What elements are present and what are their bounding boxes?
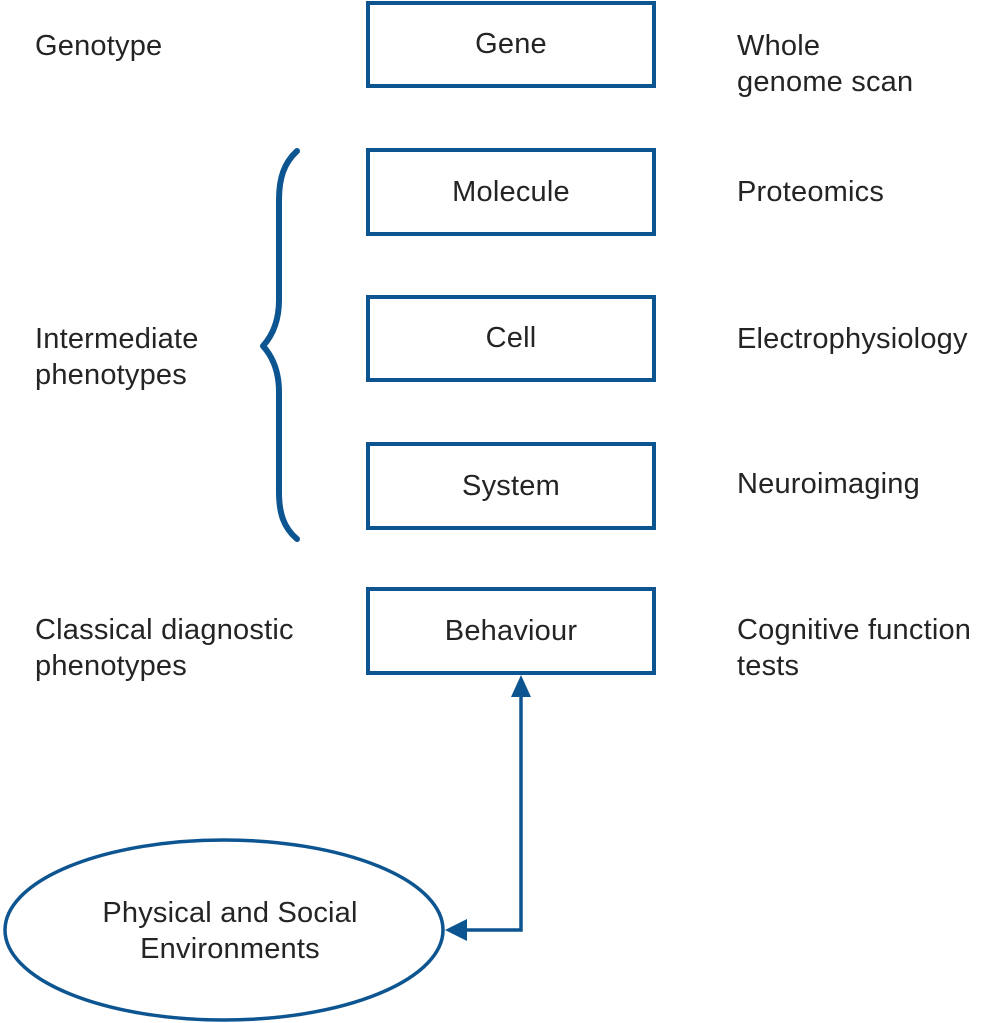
intermediate-phenotypes-label: Intermediate phenotypes [35, 323, 199, 391]
classical-diagnostic-phenotypes-label: Classical diagnostic phenotypes [35, 614, 294, 682]
system-box: System [366, 442, 656, 530]
connector-line [462, 694, 523, 932]
cell-box-label: Cell [485, 322, 537, 354]
genotype-label: Genotype [35, 30, 163, 62]
behaviour-box-label: Behaviour [444, 614, 578, 647]
cell-box: Cell [366, 295, 656, 382]
cognitive-function-tests-label: Cognitive function tests [737, 614, 972, 682]
arrow-left-icon [445, 919, 467, 941]
proteomics-label: Proteomics [737, 176, 885, 208]
arrow-up-icon [511, 675, 531, 697]
gene-box: Gene [366, 1, 656, 88]
behaviour-box: Behaviour [366, 587, 656, 675]
molecule-box: Molecule [366, 148, 656, 236]
curly-brace-icon [260, 148, 300, 542]
whole-genome-scan-label: Whole genome scan [737, 30, 914, 98]
electrophysiology-label: Electrophysiology [737, 323, 968, 355]
system-box-label: System [462, 469, 560, 502]
environments-ellipse-label: Physical and Social Environments [102, 897, 358, 965]
neuroimaging-label: Neuroimaging [737, 468, 920, 500]
molecule-box-label: Molecule [452, 175, 570, 208]
gene-box-label: Gene [475, 28, 547, 60]
